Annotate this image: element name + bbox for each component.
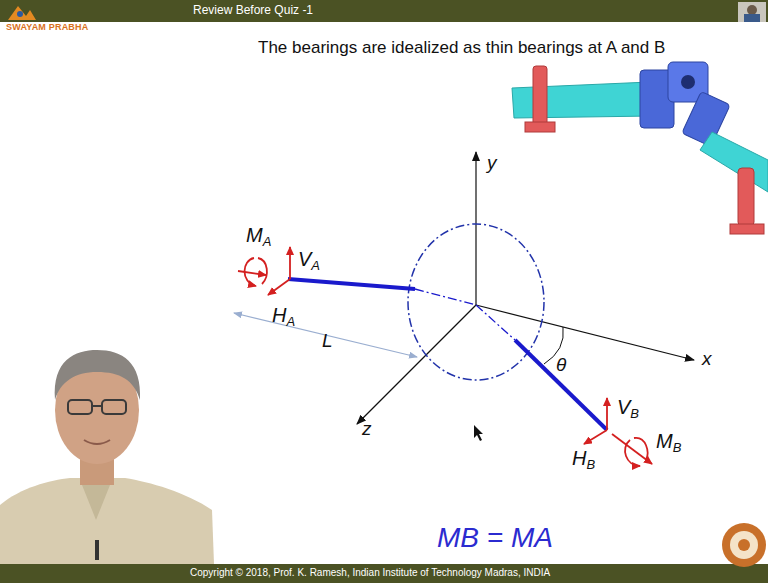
force-label: HA [272,304,295,330]
slide-title: The bearings are idealized as thin beari… [258,38,665,58]
axis-label: y [487,152,497,174]
presenter-photo [0,350,214,564]
header-bar [0,0,768,22]
mouse-cursor [474,425,483,441]
presenter-icon [738,2,766,22]
footer-bar [0,564,768,583]
copyright-notice: Copyright © 2018, Prof. K. Ramesh, India… [190,567,550,579]
joint-circle [408,224,544,380]
axis-label: z [362,418,372,440]
force-label: HB [572,447,595,473]
force-label: VB [617,396,639,422]
shaft [288,279,607,430]
force-label: VA [298,248,320,274]
moment-label: MB [656,430,681,456]
logo-mark [8,6,36,20]
angle-label: θ [556,354,566,376]
logo-text: SWAYAM PRABHA [6,22,88,32]
moment-label: MA [246,224,271,250]
equation: MB = MA [437,522,553,554]
dimension-line [234,313,417,357]
institute-seal [722,523,766,567]
dimension-label: L [322,330,333,352]
reaction-arrows-a [238,247,290,295]
axis-label: x [702,348,712,370]
header-text: Review Before Quiz -1 [193,4,313,18]
